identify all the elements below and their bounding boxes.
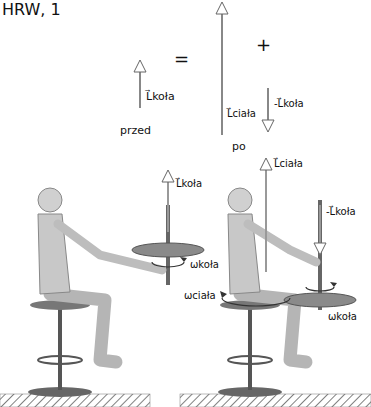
person-after — [180, 158, 371, 407]
vector-label: L⃗koła — [146, 90, 175, 103]
vector-equation — [134, 2, 274, 135]
angular-velocity-label: ωciała — [184, 290, 216, 302]
figure-tag: HRW, 1 — [2, 0, 61, 19]
vector-label: L⃗ciała — [274, 158, 303, 170]
vector-label: L⃗ciała — [227, 108, 256, 120]
operator-sign: = — [174, 48, 189, 70]
vector-label: -L⃗koła — [274, 98, 304, 110]
vector-label: L⃗koła — [176, 178, 202, 190]
vector-label: -L⃗koła — [326, 206, 356, 218]
state-label: przed — [120, 124, 151, 137]
person-before — [0, 170, 204, 407]
state-label: po — [232, 140, 246, 153]
angular-velocity-label: ωkoła — [328, 311, 357, 323]
operator-sign: + — [256, 34, 271, 56]
angular-velocity-label: ωkoła — [190, 259, 219, 271]
